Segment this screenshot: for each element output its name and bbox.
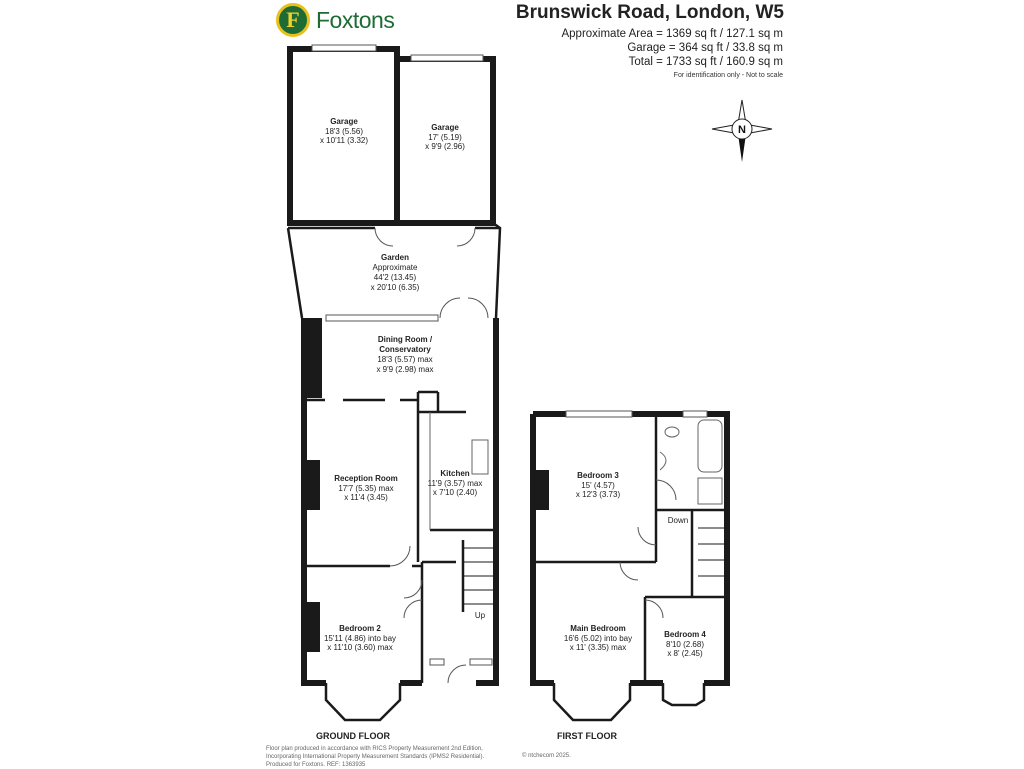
reception-label: Reception Room bbox=[334, 474, 398, 483]
total-area: Total = 1733 sq ft / 160.9 sq m bbox=[628, 56, 783, 68]
svg-text:x 8' (2.45): x 8' (2.45) bbox=[667, 649, 703, 658]
identification-note: For identification only - Not to scale bbox=[673, 72, 783, 79]
svg-text:17' (5.19): 17' (5.19) bbox=[428, 133, 462, 142]
svg-text:x 11'10 (3.60) max: x 11'10 (3.60) max bbox=[327, 643, 392, 652]
svg-text:x 20'10 (6.35): x 20'10 (6.35) bbox=[371, 283, 420, 292]
foxtons-badge-icon: F bbox=[276, 3, 310, 37]
ground-outer-right bbox=[476, 318, 499, 686]
bedroom3-window bbox=[565, 410, 633, 418]
first-floor-label: FIRST FLOOR bbox=[557, 731, 617, 741]
svg-text:x 7'10 (2.40): x 7'10 (2.40) bbox=[433, 488, 478, 497]
footer-disclaimer: Floor plan produced in accordance with R… bbox=[266, 746, 485, 768]
chimney-breasts bbox=[304, 318, 549, 652]
svg-text:x 9'9 (2.98) max: x 9'9 (2.98) max bbox=[376, 365, 433, 374]
svg-text:x 9'9 (2.96): x 9'9 (2.96) bbox=[425, 142, 465, 151]
room-labels: Garage 18'3 (5.56) x 10'11 (3.32) Garage… bbox=[320, 117, 706, 658]
bedroom3-label: Bedroom 3 bbox=[577, 471, 619, 480]
garage-right-label: Garage bbox=[431, 123, 459, 132]
svg-text:18'3 (5.56): 18'3 (5.56) bbox=[325, 127, 363, 136]
sink-icon bbox=[471, 439, 489, 475]
kitchen-label: Kitchen bbox=[440, 469, 469, 478]
dining-label: Dining Room / bbox=[378, 335, 433, 344]
basin-icon bbox=[659, 451, 667, 471]
svg-text:44'2 (13.45): 44'2 (13.45) bbox=[374, 273, 417, 282]
foxtons-logo: F Foxtons bbox=[276, 3, 395, 37]
first-outer-left bbox=[530, 414, 554, 686]
property-address: Brunswick Road, London, W5 bbox=[515, 2, 784, 23]
svg-text:11'9 (3.57) max: 11'9 (3.57) max bbox=[428, 479, 483, 488]
garage-left-door bbox=[311, 44, 377, 52]
svg-text:N: N bbox=[738, 124, 746, 136]
approx-area: Approximate Area = 1369 sq ft / 127.1 sq… bbox=[561, 28, 783, 40]
area-summary: Approximate Area = 1369 sq ft / 127.1 sq… bbox=[561, 27, 783, 69]
front-door-swing bbox=[447, 664, 467, 684]
toilet-icon bbox=[664, 426, 680, 438]
garage-door-swing bbox=[374, 227, 394, 247]
svg-text:x 11'4 (3.45): x 11'4 (3.45) bbox=[344, 493, 388, 502]
stairs-up-label: Up bbox=[475, 611, 486, 620]
stairs-down-label: Down bbox=[668, 516, 688, 525]
ground-outer-left bbox=[301, 318, 326, 686]
garden-left-fence bbox=[286, 227, 304, 319]
bath-icon bbox=[697, 419, 723, 473]
bedroom4-label: Bedroom 4 bbox=[664, 630, 706, 639]
svg-text:Approximate: Approximate bbox=[373, 263, 418, 272]
bedroom4-bay-window bbox=[661, 683, 706, 707]
svg-text:15' (4.57): 15' (4.57) bbox=[581, 481, 615, 490]
bathroom-window bbox=[682, 410, 708, 418]
first-bay-window bbox=[552, 683, 632, 722]
shower-icon bbox=[697, 477, 723, 505]
svg-text:15'11 (4.86) into bay: 15'11 (4.86) into bay bbox=[324, 634, 396, 643]
garden-label: Garden bbox=[381, 253, 409, 262]
ground-floor-label: GROUND FLOOR bbox=[316, 731, 390, 741]
svg-text:18'3 (5.57) max: 18'3 (5.57) max bbox=[377, 355, 432, 364]
conservatory-door-swing bbox=[439, 297, 461, 319]
bedroom2-label: Bedroom 2 bbox=[339, 624, 381, 633]
garage-left-label: Garage bbox=[330, 117, 358, 126]
main-bedroom-label: Main Bedroom bbox=[570, 624, 626, 633]
svg-text:x 12'3 (3.73): x 12'3 (3.73) bbox=[576, 490, 621, 499]
compass-north-icon: N bbox=[711, 99, 773, 162]
ground-bay-window bbox=[324, 683, 402, 722]
footer-credit: © ntchecom 2025. bbox=[522, 753, 571, 759]
garage-area: Garage = 364 sq ft / 33.8 sq m bbox=[627, 42, 783, 54]
brand-name: Foxtons bbox=[316, 6, 395, 33]
svg-text:16'6 (5.02) into bay: 16'6 (5.02) into bay bbox=[564, 634, 632, 643]
conservatory-window bbox=[325, 314, 439, 322]
svg-text:8'10 (2.68): 8'10 (2.68) bbox=[666, 640, 704, 649]
svg-text:x 11' (3.35) max: x 11' (3.35) max bbox=[570, 643, 627, 652]
svg-text:17'7 (5.35) max: 17'7 (5.35) max bbox=[338, 484, 393, 493]
svg-text:Conservatory: Conservatory bbox=[379, 345, 431, 354]
garage-right-door bbox=[410, 54, 484, 62]
svg-text:x 10'11 (3.32): x 10'11 (3.32) bbox=[320, 136, 368, 145]
